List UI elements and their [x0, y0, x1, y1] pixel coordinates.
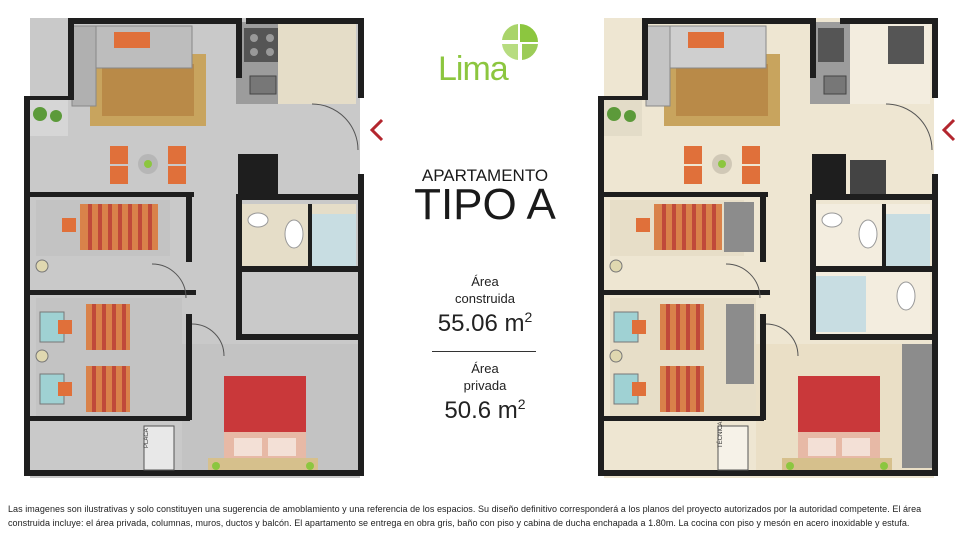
legal-disclaimer: Las imagenes son ilustrativas y solo con… [8, 504, 922, 528]
floor-plan-unfinished-drawing: PLACA [24, 18, 364, 478]
apartment-kicker: APARTAMENTO [421, 166, 549, 185]
area-divider [432, 351, 536, 352]
previous-arrow-icon[interactable] [368, 117, 386, 143]
placa-tecnica-label-2: TÉCNICA [717, 422, 724, 448]
lima-logo: Lima [432, 20, 542, 88]
built-area-label-1: Área [471, 274, 499, 289]
built-area-label-2: construida [455, 291, 515, 306]
private-area-label-2: privada [463, 378, 507, 393]
private-area-value: 50.6 m2 [444, 396, 526, 424]
apartment-title: TIPO A [414, 180, 556, 229]
built-area-value: 55.06 m2 [437, 309, 533, 337]
private-area-label-1: Área [471, 361, 499, 376]
next-arrow-icon[interactable] [940, 117, 958, 143]
floor-plan-finished-drawing: TÉCNICA [598, 18, 938, 478]
leaf-logo-icon [502, 24, 538, 60]
floor-plan-unfinished: PLACA [22, 14, 368, 484]
floor-plan-finished: TÉCNICA [596, 14, 942, 484]
placa-tecnica-label: PLACA [144, 428, 150, 448]
brand-name: Lima [438, 50, 509, 88]
